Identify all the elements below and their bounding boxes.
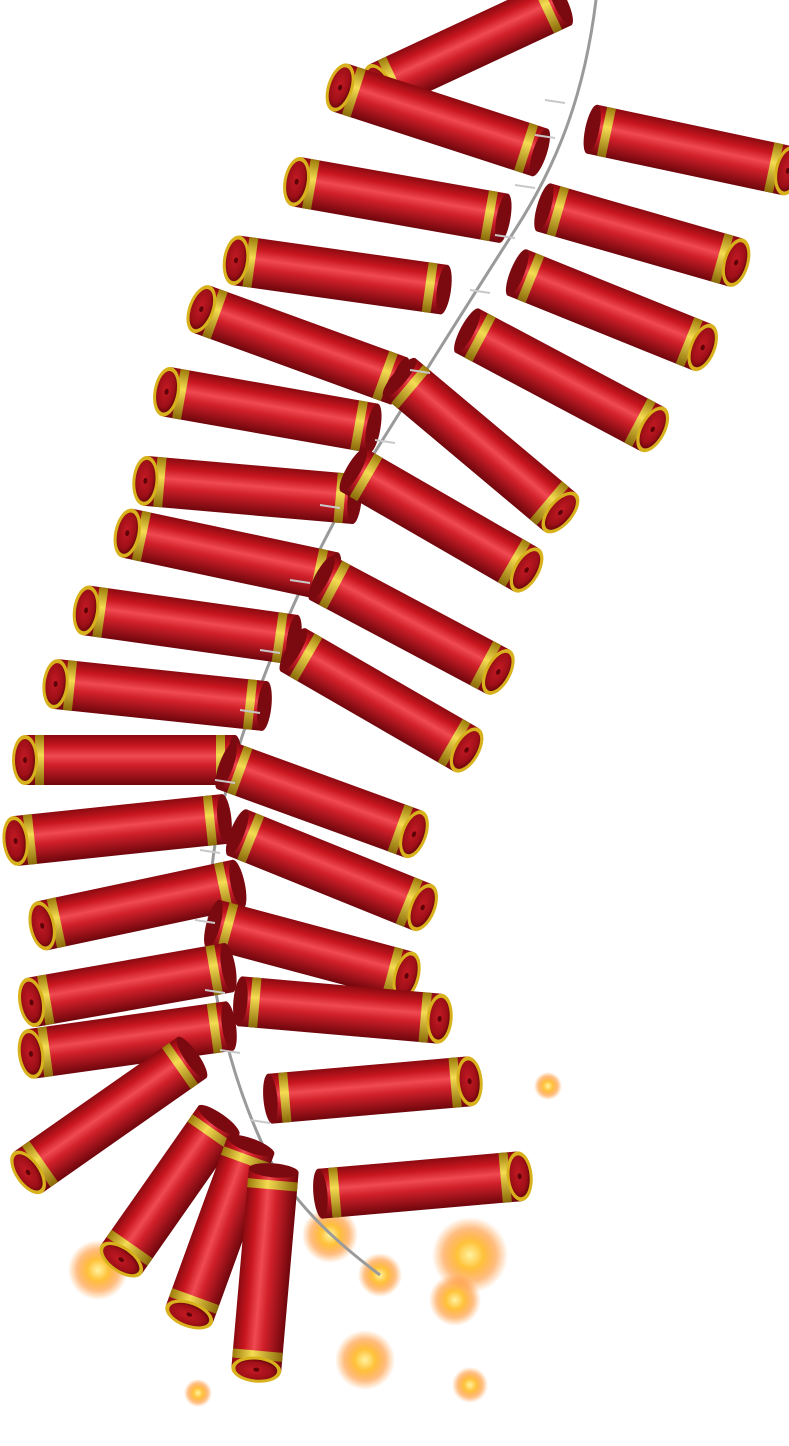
firecracker-tube [308,555,515,695]
firecracker-tube [263,1056,483,1124]
firecracker-tube [222,235,452,315]
fuse-stub [544,99,566,104]
fuse-stub [239,709,261,714]
firecracker-tube [28,859,247,951]
firecracker-tube [382,357,580,534]
fuse-stub [249,1119,271,1124]
fuse-stub [374,439,396,444]
firecracker-tube [204,899,421,1001]
firecracker-tube [505,249,718,372]
fuse-line [207,0,598,1277]
firecracker-tube [225,809,438,932]
firecracker-tube [153,367,382,453]
firecracker-bundle [2,0,789,1383]
fuse-stub [194,919,216,924]
fuse-stub [219,1049,241,1054]
fuse-stub [469,289,491,294]
fuse-stub [319,504,341,509]
fuse-stub [214,779,236,784]
firecracker-tube [2,794,232,866]
spark-glow [534,1072,562,1100]
firecracker-tube [99,1104,240,1278]
firecracker-tube [339,448,544,593]
fuse-stub [409,369,431,374]
firecracker-tube [72,585,302,665]
firecracker-tube [42,659,272,731]
firecracker-tube [132,455,362,525]
firecracker-tube [233,976,453,1044]
firecracker-tube [454,308,670,453]
firecracker-tube [113,508,342,602]
fuse-stub [514,184,536,189]
firecracker-tube [17,1001,237,1079]
spark-glow [335,1330,395,1390]
firecracker-tube [12,735,242,785]
firecracker-tube [18,942,237,1028]
firecracker-tube [583,104,789,196]
fuse-stub [494,234,516,239]
firecracker-tube [534,183,751,287]
firecracker-tube [325,63,551,177]
firecracker-tube [313,1151,533,1219]
firecracker-tube [231,1163,299,1383]
fuse-stub [204,989,226,994]
spark-glow [432,1217,508,1293]
spark-glows [68,1072,562,1407]
fuse-stub [259,649,281,654]
spark-glow [429,1274,481,1326]
fuse-stub [534,134,556,139]
spark-glow [452,1367,488,1403]
spark-glow [184,1379,212,1407]
firecracker-tube [10,1036,208,1195]
fuse-stub [289,579,311,584]
firecracker-tube [283,157,512,243]
fuse-stub [199,849,221,854]
firecracker-tube [279,628,484,773]
